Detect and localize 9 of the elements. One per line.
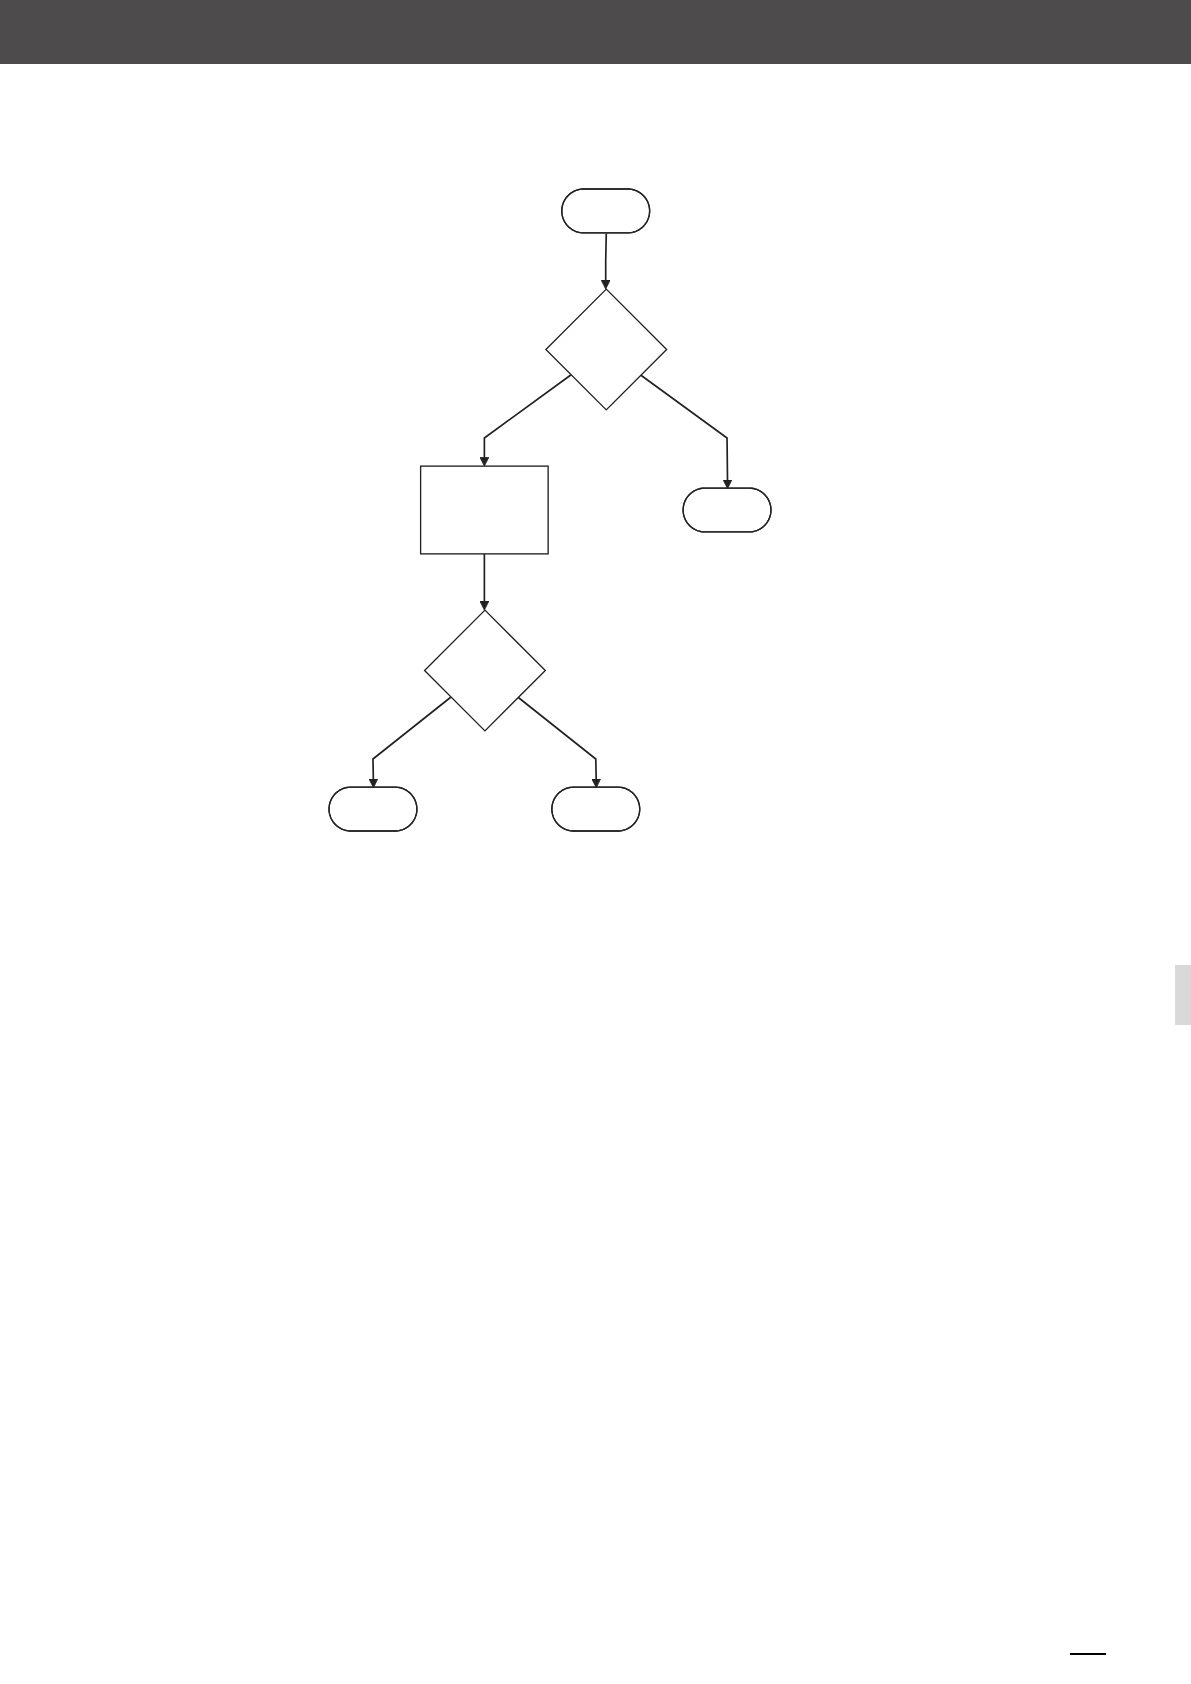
node-diamond — [423, 609, 547, 732]
arrow — [368, 696, 452, 789]
arrow — [600, 232, 611, 290]
arrow — [517, 696, 602, 789]
node-box — [419, 465, 549, 555]
arrow — [479, 374, 572, 467]
arrow — [639, 374, 733, 490]
node-diamond — [544, 288, 668, 411]
arrow — [479, 553, 490, 611]
